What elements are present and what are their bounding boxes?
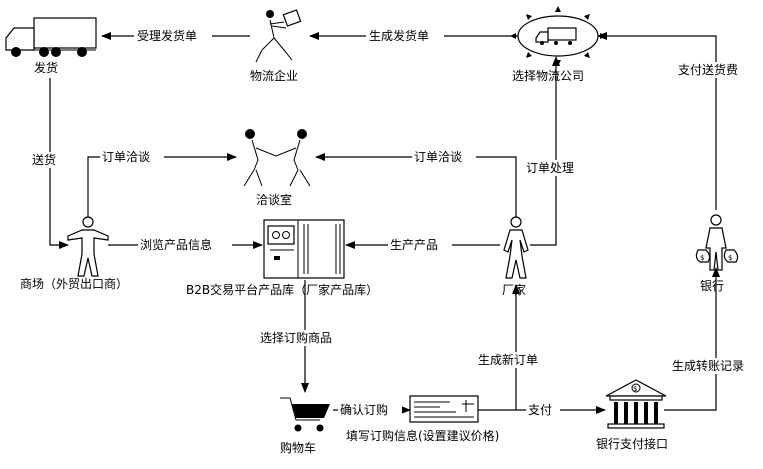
order-form-icon bbox=[409, 395, 479, 423]
label-order-negotiation-left: 订单洽谈 bbox=[102, 150, 150, 164]
factory-worker-icon bbox=[503, 216, 529, 279]
node-bank-interface-label: 银行支付接口 bbox=[596, 436, 668, 451]
label-order-processing: 订单处理 bbox=[526, 161, 574, 175]
edge-transfer-record bbox=[664, 267, 720, 411]
server-icon bbox=[263, 219, 345, 279]
label-browse-products: 浏览产品信息 bbox=[140, 237, 212, 252]
node-negotiation-label: 洽谈室 bbox=[256, 192, 292, 207]
label-deliver: 送货 bbox=[32, 152, 56, 167]
node-bank-label: 银行 bbox=[700, 279, 724, 293]
svg-text:$: $ bbox=[700, 254, 704, 262]
edge-order-negotiation-right bbox=[315, 153, 517, 218]
node-choose-logistics-label: 选择物流公司 bbox=[512, 69, 584, 83]
truck-icon bbox=[5, 17, 97, 57]
svg-text:$: $ bbox=[728, 254, 732, 262]
label-pay-shipping: 支付送货费 bbox=[678, 62, 738, 77]
label-order-negotiation-right: 订单洽谈 bbox=[414, 150, 462, 164]
connectors bbox=[49, 32, 720, 414]
label-accept-shipment: 受理发货单 bbox=[137, 28, 197, 43]
cart-icon bbox=[280, 397, 330, 432]
node-order-form-label: 填写订购信息(设置建议价格) bbox=[346, 428, 499, 443]
node-truck-label: 发货 bbox=[34, 60, 58, 75]
edge-order-negotiation-left bbox=[87, 153, 237, 218]
node-logistics-label: 物流企业 bbox=[250, 68, 298, 83]
label-produce-products: 生产产品 bbox=[390, 238, 438, 252]
svg-text:$: $ bbox=[633, 385, 637, 393]
edge-labels: 受理发货单 生成发货单 支付送货费 送货 订单洽谈 订单洽谈 订单处理 浏览产品… bbox=[30, 28, 760, 418]
label-pay: 支付 bbox=[528, 403, 552, 417]
node-cart-label: 购物车 bbox=[280, 440, 316, 455]
node-platform-label: B2B交易平台产品库（厂家产品库） bbox=[186, 282, 378, 297]
label-select-products: 选择订购商品 bbox=[260, 330, 332, 345]
label-transfer-record: 生成转账记录 bbox=[672, 358, 744, 373]
logistics-hub-icon bbox=[510, 6, 606, 66]
label-generate-shipment: 生成发货单 bbox=[369, 28, 429, 43]
label-new-order: 生成新订单 bbox=[478, 352, 538, 367]
node-factory-label: 厂家 bbox=[502, 282, 526, 297]
edge-deliver bbox=[49, 78, 69, 249]
porter-icon bbox=[255, 9, 302, 63]
edge-order-processing bbox=[530, 62, 557, 246]
node-mall-label: 商场（外贸出口商） bbox=[20, 276, 128, 291]
merchant-icon bbox=[67, 216, 109, 277]
handshake-icon bbox=[243, 129, 311, 187]
bank-building-icon: $ bbox=[605, 379, 667, 429]
banker-icon: $ $ bbox=[695, 214, 739, 271]
label-confirm-order: 确认订购 bbox=[340, 402, 388, 417]
edge-pay-shipping bbox=[597, 32, 717, 210]
